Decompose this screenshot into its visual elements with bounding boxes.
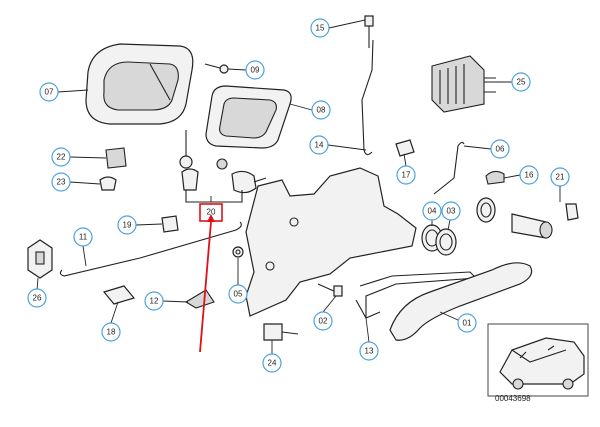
part-05-grommet (232, 246, 244, 258)
part-09-screw (204, 63, 229, 74)
svg-text:03: 03 (447, 207, 456, 216)
part-17-clip (395, 139, 415, 157)
svg-text:04: 04 (428, 207, 437, 216)
callout-18[interactable]: 18 (101, 322, 121, 342)
part-03-ring (435, 228, 457, 256)
door-carrier-panel (245, 167, 417, 317)
svg-text:01: 01 (463, 319, 472, 328)
part-15-push-rod (364, 15, 374, 48)
svg-text:21: 21 (556, 173, 565, 182)
part-11-rod (59, 221, 242, 277)
callout-08[interactable]: 08 (311, 100, 331, 120)
callout-13[interactable]: 13 (359, 341, 379, 361)
part-06-rod (433, 141, 465, 195)
svg-text:11: 11 (79, 233, 88, 242)
part-24-pin (263, 323, 299, 341)
part-02-screw (317, 283, 343, 297)
part-22-clip (105, 147, 127, 169)
svg-text:16: 16 (525, 171, 534, 180)
reference-number: 00043698 (495, 394, 531, 403)
svg-text:24: 24 (268, 359, 277, 368)
part-25-lock-actuator (431, 55, 496, 113)
callout-23[interactable]: 23 (51, 172, 71, 192)
callout-19[interactable]: 19 (117, 215, 137, 235)
part-19-connector (161, 215, 179, 233)
callout-17[interactable]: 17 (396, 165, 416, 185)
callout-06[interactable]: 06 (490, 139, 510, 159)
svg-text:15: 15 (316, 24, 325, 33)
part-23-clip (99, 176, 117, 191)
part-07-handle-bezel (85, 43, 194, 125)
callout-14[interactable]: 14 (309, 135, 329, 155)
part-01-outer-handle (389, 262, 533, 341)
callout-15[interactable]: 15 (310, 18, 330, 38)
callout-21[interactable]: 21 (550, 167, 570, 187)
callout-03[interactable]: 03 (441, 201, 461, 221)
part-21-lock-cylinder (476, 197, 579, 239)
callout-22[interactable]: 22 (51, 147, 71, 167)
svg-text:18: 18 (107, 328, 116, 337)
svg-text:09: 09 (251, 66, 260, 75)
svg-text:17: 17 (402, 171, 411, 180)
svg-text:13: 13 (365, 347, 374, 356)
part-16-gasket (485, 170, 505, 185)
svg-text:07: 07 (45, 88, 54, 97)
part-26-catch (27, 239, 53, 279)
callout-24[interactable]: 24 (262, 353, 282, 373)
svg-text:05: 05 (234, 290, 243, 299)
svg-text:22: 22 (57, 153, 66, 162)
part-14-rod (361, 39, 374, 156)
callout-11[interactable]: 11 (73, 227, 93, 247)
callout-07[interactable]: 07 (39, 82, 59, 102)
svg-text:20: 20 (207, 208, 216, 217)
svg-text:14: 14 (315, 141, 324, 150)
svg-text:02: 02 (319, 317, 328, 326)
callout-09[interactable]: 09 (245, 60, 265, 80)
svg-text:25: 25 (517, 78, 526, 87)
svg-text:23: 23 (57, 178, 66, 187)
car-inset-image (487, 323, 589, 397)
callout-16[interactable]: 16 (519, 165, 539, 185)
svg-text:12: 12 (150, 297, 159, 306)
svg-text:19: 19 (123, 221, 132, 230)
callout-01[interactable]: 01 (457, 313, 477, 333)
callout-26[interactable]: 26 (27, 288, 47, 308)
svg-text:06: 06 (496, 145, 505, 154)
part-12-bracket (184, 289, 215, 309)
callout-02[interactable]: 02 (313, 311, 333, 331)
callout-25[interactable]: 25 (511, 72, 531, 92)
svg-text:26: 26 (33, 294, 42, 303)
part-20-lock-assembly (179, 130, 267, 203)
part-08-trim-frame (205, 85, 292, 149)
callout-05[interactable]: 05 (228, 284, 248, 304)
svg-text:08: 08 (317, 106, 326, 115)
callout-12[interactable]: 12 (144, 291, 164, 311)
callout-04[interactable]: 04 (422, 201, 442, 221)
part-18-plate (102, 285, 136, 305)
callout-20[interactable]: 20 (207, 208, 216, 217)
highlight-20 (199, 196, 223, 353)
leader-lines (36, 19, 561, 354)
